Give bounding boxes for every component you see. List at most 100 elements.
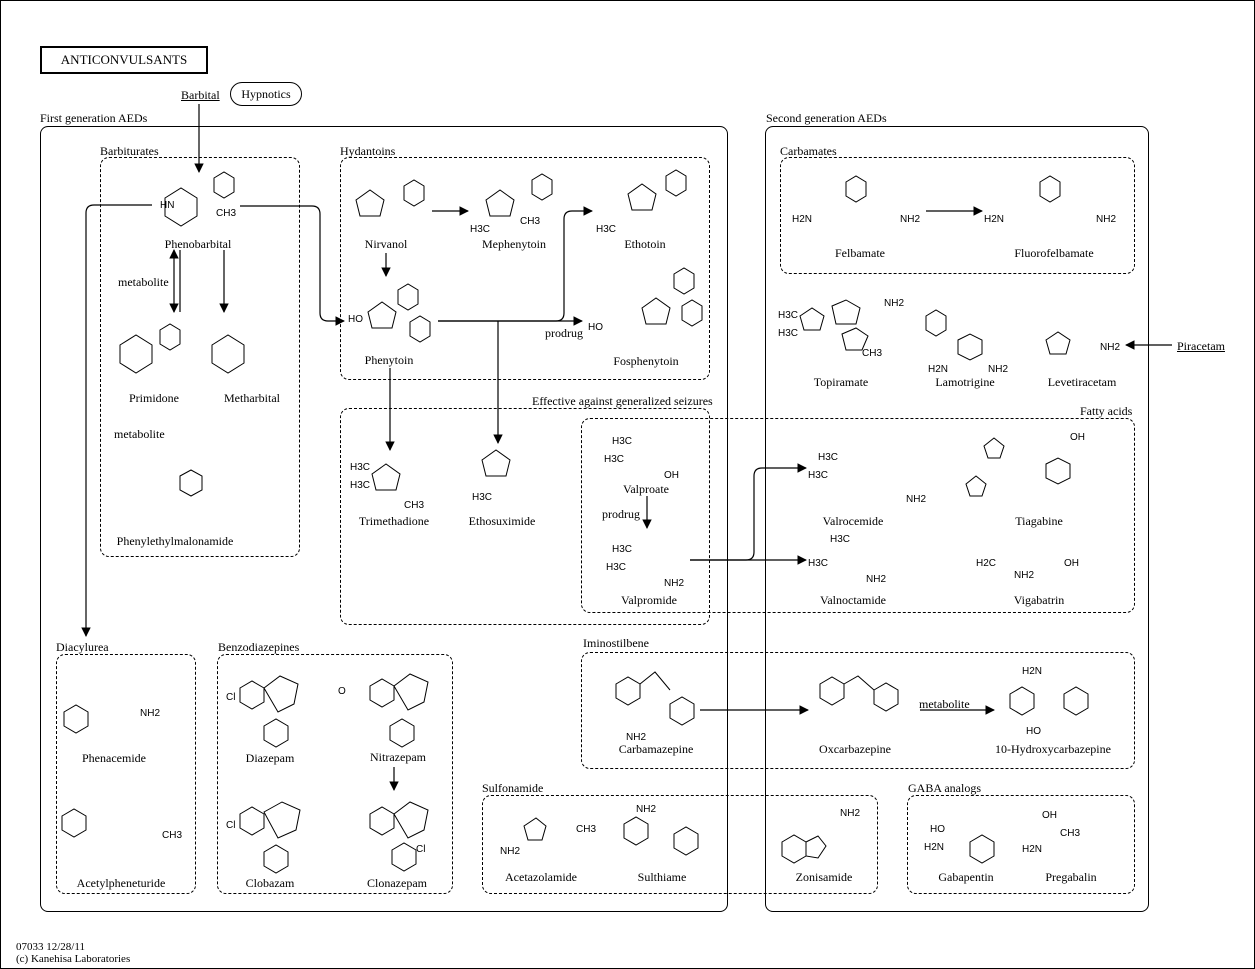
- compound-clonazepam[interactable]: Clonazepam: [367, 876, 427, 890]
- compound-phenacemide[interactable]: Phenacemide: [82, 751, 146, 765]
- piracetam-link[interactable]: Piracetam: [1177, 339, 1225, 353]
- structure-sketches: [61, 169, 1089, 874]
- compound-trimethadione[interactable]: Trimethadione: [358, 514, 430, 528]
- compound-valpromide[interactable]: Valpromide: [621, 593, 677, 607]
- svg-text:Cl: Cl: [226, 692, 235, 703]
- svg-text:CH3: CH3: [520, 216, 540, 227]
- svg-text:H3C: H3C: [596, 224, 616, 235]
- group-benzodiazepines: [217, 654, 453, 894]
- compound-ethosuximide[interactable]: Ethosuximide: [468, 514, 536, 528]
- group-iminostilbene: [581, 652, 1135, 769]
- compound-primidone[interactable]: Primidone: [129, 391, 179, 405]
- compound-acetazolamide[interactable]: Acetazolamide: [505, 870, 577, 884]
- compound-topiramate[interactable]: Topiramate: [813, 375, 869, 389]
- group-carbamates: [780, 157, 1135, 274]
- compound-valproate[interactable]: Valproate: [623, 482, 669, 496]
- svg-text:NH2: NH2: [1096, 214, 1116, 225]
- svg-text:H2N: H2N: [928, 364, 948, 375]
- compound-gabapentin[interactable]: Gabapentin: [938, 870, 994, 884]
- svg-text:NH2: NH2: [140, 708, 160, 719]
- group-label-iminostilbene: Iminostilbene: [583, 636, 649, 650]
- compound-diazepam[interactable]: Diazepam: [245, 751, 295, 765]
- compound-mephenytoin[interactable]: Mephenytoin: [482, 237, 546, 251]
- svg-text:NH2: NH2: [1100, 342, 1120, 353]
- first-gen-label: First generation AEDs: [40, 111, 148, 125]
- second-gen-label: Second generation AEDs: [766, 111, 887, 125]
- barbital-link[interactable]: Barbital: [181, 88, 220, 102]
- compound-nitrazepam[interactable]: Nitrazepam: [370, 750, 426, 764]
- svg-text:HO: HO: [348, 314, 363, 325]
- svg-text:H3C: H3C: [830, 534, 850, 545]
- compound-phenytoin[interactable]: Phenytoin: [364, 353, 414, 367]
- compound-levetiracetam[interactable]: Levetiracetam: [1047, 375, 1117, 389]
- group-barbiturates: [100, 157, 300, 557]
- svg-text:NH2: NH2: [866, 574, 886, 585]
- svg-text:CH3: CH3: [216, 208, 236, 219]
- group-fatty-acids: [581, 418, 1135, 613]
- svg-text:HO: HO: [930, 824, 945, 835]
- first-gen-section: [40, 126, 728, 912]
- compound-pregabalin[interactable]: Pregabalin: [1045, 870, 1097, 884]
- svg-text:CH3: CH3: [1060, 828, 1080, 839]
- svg-text:H2N: H2N: [792, 214, 812, 225]
- compound-zonisamide[interactable]: Zonisamide: [795, 870, 853, 884]
- group-label-diacylurea: Diacylurea: [56, 640, 109, 654]
- svg-text:CH3: CH3: [404, 500, 424, 511]
- compound-vigabatrin[interactable]: Vigabatrin: [1013, 593, 1065, 607]
- group-label-generalized: Effective against generalized seizures: [532, 394, 713, 408]
- svg-text:H2N: H2N: [1022, 666, 1042, 677]
- svg-text:H2N: H2N: [924, 842, 944, 853]
- compound-tiagabine[interactable]: Tiagabine: [1015, 514, 1063, 528]
- compound-valnoctamide[interactable]: Valnoctamide: [820, 593, 886, 607]
- svg-text:NH2: NH2: [664, 578, 684, 589]
- svg-text:CH3: CH3: [862, 348, 882, 359]
- svg-text:H2N: H2N: [1022, 844, 1042, 855]
- svg-text:NH2: NH2: [906, 494, 926, 505]
- compound-hydroxycarbazepine[interactable]: 10-Hydroxycarbazepine: [995, 742, 1111, 756]
- svg-text:H3C: H3C: [604, 454, 624, 465]
- group-gaba-analogs: [907, 795, 1135, 894]
- compound-clobazam[interactable]: Clobazam: [245, 876, 295, 890]
- compound-nirvanol[interactable]: Nirvanol: [364, 237, 408, 251]
- svg-text:H3C: H3C: [778, 310, 798, 321]
- svg-text:NH2: NH2: [500, 846, 520, 857]
- compound-oxcarbazepine[interactable]: Oxcarbazepine: [819, 742, 891, 756]
- compound-lamotrigine[interactable]: Lamotrigine: [935, 375, 995, 389]
- compound-fosphenytoin[interactable]: Fosphenytoin: [613, 354, 679, 368]
- group-label-barbiturates: Barbiturates: [100, 144, 159, 158]
- compound-acetylpheneturide[interactable]: Acetylpheneturide: [76, 876, 166, 890]
- arrow-phenytoin-ethotoin: [438, 206, 593, 322]
- footer-copyright: (c) Kanehisa Laboratories: [16, 953, 131, 965]
- svg-text:H2C: H2C: [976, 558, 996, 569]
- group-hydantoins: [340, 157, 710, 380]
- edge-label-prodrug-1: prodrug: [545, 326, 583, 340]
- compound-fluorofelbamate[interactable]: Fluorofelbamate: [1014, 246, 1094, 260]
- svg-text:OH: OH: [1070, 432, 1085, 443]
- svg-text:NH2: NH2: [636, 804, 656, 815]
- svg-text:H3C: H3C: [470, 224, 490, 235]
- edge-label-prodrug-2: prodrug: [602, 507, 640, 521]
- compound-carbamazepine[interactable]: Carbamazepine: [618, 742, 694, 756]
- compound-sulthiame[interactable]: Sulthiame: [637, 870, 687, 884]
- compound-phenylethylmalonamide[interactable]: Phenylethylmalonamide: [116, 534, 234, 548]
- group-label-carbamates: Carbamates: [780, 144, 837, 158]
- compound-metharbital[interactable]: Metharbital: [224, 391, 280, 405]
- svg-text:HN: HN: [160, 200, 174, 211]
- svg-text:H3C: H3C: [808, 558, 828, 569]
- edge-label-metabolite-3: metabolite: [919, 697, 970, 711]
- group-label-sulfonamide: Sulfonamide: [482, 781, 544, 795]
- compound-valrocemide[interactable]: Valrocemide: [822, 514, 884, 528]
- svg-text:H3C: H3C: [808, 470, 828, 481]
- compound-felbamate[interactable]: Felbamate: [835, 246, 885, 260]
- svg-text:OH: OH: [664, 470, 679, 481]
- group-generalized: [340, 408, 710, 625]
- svg-text:Cl: Cl: [226, 820, 235, 831]
- hypnotics-map-link[interactable]: Hypnotics: [230, 82, 302, 106]
- svg-text:H3C: H3C: [612, 436, 632, 447]
- svg-text:HO: HO: [588, 322, 603, 333]
- svg-text:NH2: NH2: [900, 214, 920, 225]
- svg-text:OH: OH: [1042, 810, 1057, 821]
- compound-ethotoin[interactable]: Ethotoin: [624, 237, 666, 251]
- compound-phenobarbital[interactable]: Phenobarbital: [164, 237, 232, 251]
